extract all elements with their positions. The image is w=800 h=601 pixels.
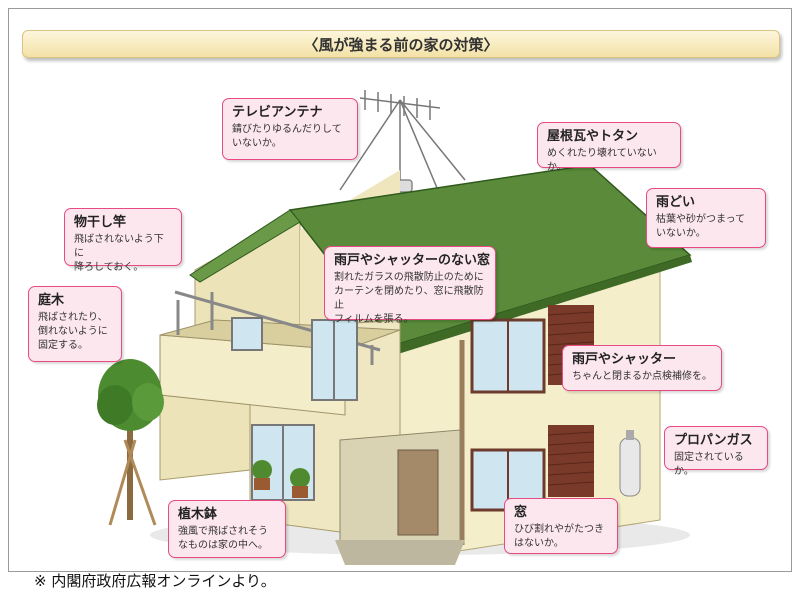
callout-propane: プロパンガス 固定されているか。 [664, 426, 768, 477]
callout-antenna: テレビアンテナ 錆びたりゆるんだりして いないか。 [222, 98, 358, 160]
callout-window: 窓 ひび割れやがたつき はないか。 [504, 498, 618, 554]
callout-title: プロパンガス [674, 433, 753, 448]
callout-desc: ひび割れやがたつき はないか。 [514, 524, 604, 549]
callout-desc: 枯葉や砂がつまって いないか。 [656, 214, 746, 239]
source-note: ※ 内閣府政府広報オンラインより。 [34, 572, 276, 590]
callout-desc: 割れたガラスの飛散防止のために カーテンを閉めたり、窓に飛散防止 フィルムを張る… [334, 272, 484, 325]
callout-title: 窓 [514, 505, 528, 520]
callout-title: 雨どい [656, 195, 696, 210]
callout-desc: 錆びたりゆるんだりして いないか。 [232, 124, 342, 149]
garden-tree-graphic [97, 359, 164, 526]
callout-planter: 植木鉢 強風で飛ばされそう なものは家の中へ。 [168, 500, 286, 558]
callout-title: 雨戸やシャッターのない窓 [334, 253, 491, 268]
callout-windows-no-shutter: 雨戸やシャッターのない窓 割れたガラスの飛散防止のために カーテンを閉めたり、窓… [324, 246, 496, 325]
callout-laundry-pole: 物干し竿 飛ばされないよう下に 降ろしておく。 [64, 208, 182, 273]
callout-title: 屋根瓦やトタン [547, 129, 639, 144]
callout-title: 物干し竿 [74, 215, 127, 230]
callout-garden-tree: 庭木 飛ばされたり、 倒れないように 固定する。 [28, 286, 122, 362]
callout-title: 植木鉢 [178, 507, 218, 522]
callout-shutters: 雨戸やシャッター ちゃんと閉まるか点検補修を。 [562, 345, 722, 391]
planter-graphic [252, 460, 310, 498]
antenna [339, 90, 466, 196]
callout-desc: 飛ばされたり、 倒れないように 固定する。 [38, 312, 108, 351]
callout-gutter: 雨どい 枯葉や砂がつまって いないか。 [646, 188, 766, 248]
callout-roof: 屋根瓦やトタン めくれたり壊れていないか。 [537, 122, 681, 173]
callout-desc: ちゃんと閉まるか点検補修を。 [572, 371, 712, 382]
callout-title: テレビアンテナ [232, 105, 323, 120]
callout-title: 庭木 [38, 293, 65, 308]
callout-desc: 固定されているか。 [674, 452, 744, 477]
page-title: 〈風が強まる前の家の対策〉 [22, 30, 780, 58]
callout-desc: めくれたり壊れていないか。 [547, 148, 657, 173]
callout-desc: 飛ばされないよう下に 降ろしておく。 [74, 234, 164, 273]
callout-desc: 強風で飛ばされそう なものは家の中へ。 [178, 526, 268, 551]
propane-tank-graphic [619, 430, 641, 497]
callout-title: 雨戸やシャッター [572, 352, 677, 367]
